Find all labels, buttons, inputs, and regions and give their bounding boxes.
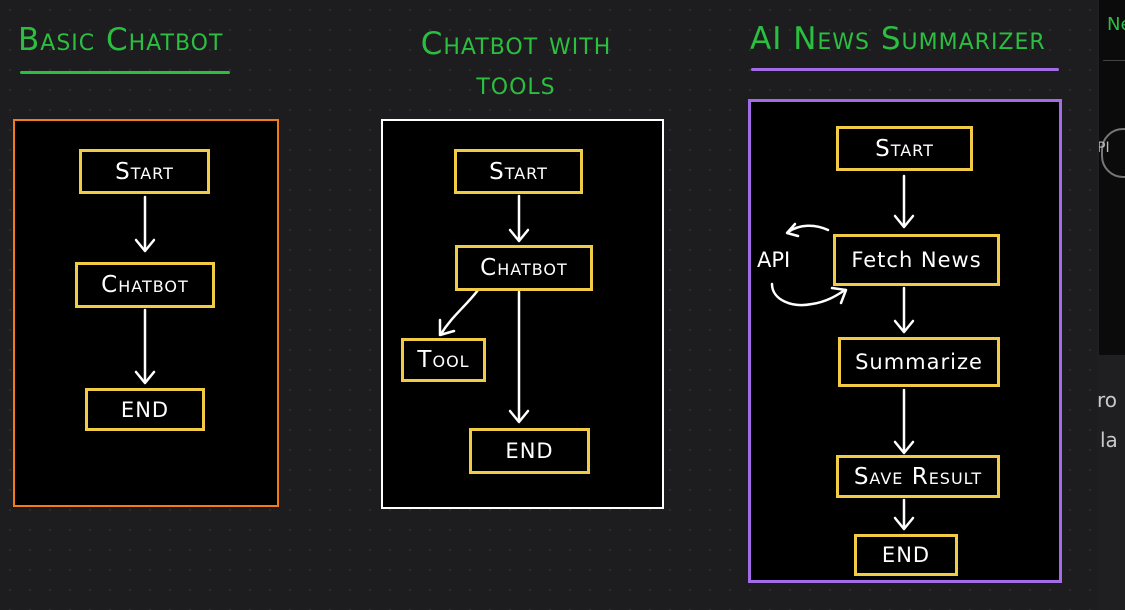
tools-node-start: Start xyxy=(454,149,583,194)
ai-news-summarizer-underline xyxy=(751,68,1059,71)
news-node-start: Start xyxy=(836,126,973,171)
basic-chatbot-title: Basic Chatbot xyxy=(18,22,224,58)
chatbot-with-tools-title: Chatbot with tools xyxy=(420,26,612,102)
basic-node-start: Start xyxy=(79,149,210,194)
tools-node-chatbot: Chatbot xyxy=(455,245,593,291)
ai-news-summarizer-title: AI News Summarizer xyxy=(750,21,1046,57)
edge-divider xyxy=(1103,60,1125,61)
tools-node-tool: Tool xyxy=(401,338,486,382)
news-node-end: END xyxy=(854,534,958,576)
basic-arrow-chatbot-end xyxy=(134,308,156,385)
right-edge-panel: Ne PI xyxy=(1099,0,1125,355)
edge-fragment-line1: ro xyxy=(1097,388,1118,412)
news-arrow-api-to-fetch xyxy=(770,282,848,307)
basic-node-end: END xyxy=(85,388,205,431)
tools-node-end: END xyxy=(469,428,590,474)
basic-arrow-start-chatbot xyxy=(134,195,156,253)
news-node-save-result: Save Result xyxy=(836,455,1000,498)
news-arrow-summarize-save xyxy=(893,388,915,455)
edge-fragment-icon: PI xyxy=(1099,140,1110,156)
news-api-label: API xyxy=(757,248,791,272)
news-node-summarize: Summarize xyxy=(838,337,1000,387)
basic-node-chatbot: Chatbot xyxy=(75,262,215,308)
news-node-fetch-news: Fetch News xyxy=(833,234,1000,286)
news-arrow-fetch-summarize xyxy=(893,286,915,334)
news-arrow-start-fetch xyxy=(893,174,915,229)
news-arrow-fetch-to-api xyxy=(785,222,830,238)
tools-arrow-chatbot-tool xyxy=(438,288,480,337)
edge-fragment-top: Ne xyxy=(1107,14,1125,35)
tools-arrow-chatbot-end xyxy=(508,290,530,424)
edge-fragment-line2: la xyxy=(1100,428,1118,452)
news-arrow-save-end xyxy=(893,498,915,531)
tools-arrow-start-chatbot xyxy=(508,194,530,243)
basic-chatbot-underline xyxy=(20,71,230,74)
